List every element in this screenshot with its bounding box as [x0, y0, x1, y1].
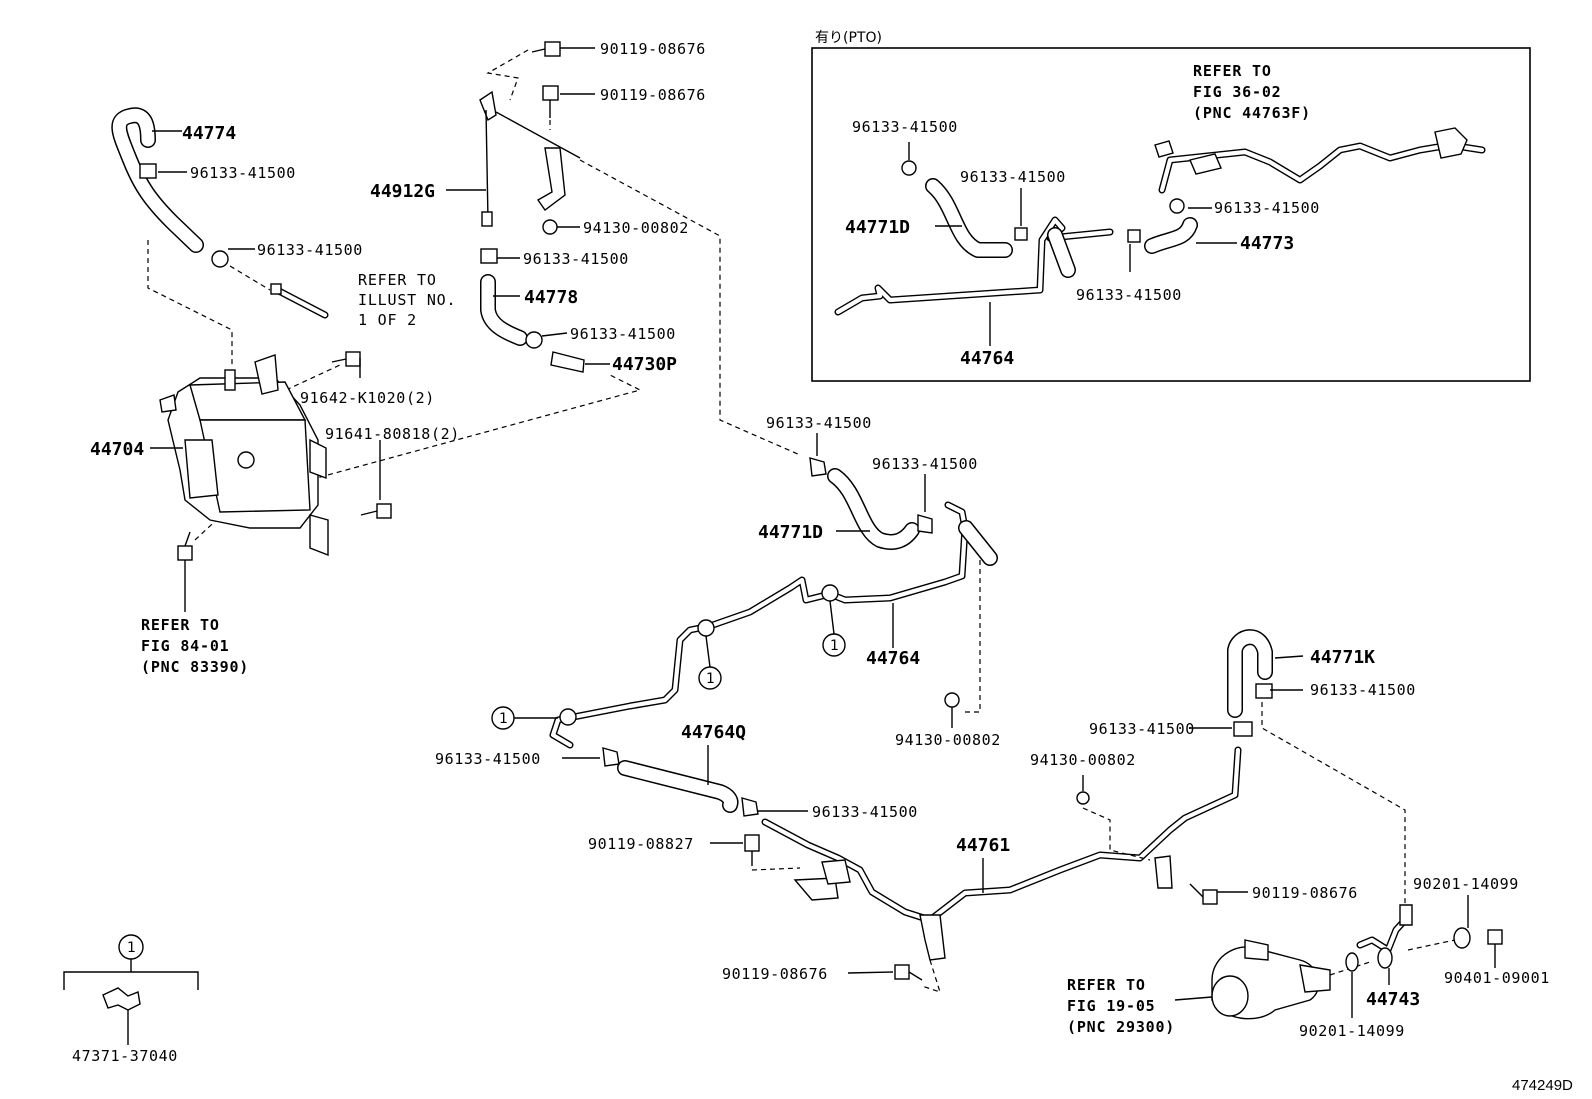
clamp-icon — [102, 987, 141, 1011]
callout-1-icon: 1 — [491, 706, 558, 730]
inset-label-clip-1: 96133-41500 — [852, 118, 958, 136]
callout-1-icon: 1 — [822, 600, 846, 657]
valve-icon — [550, 351, 585, 373]
inset-label-clip-4: 96133-41500 — [1076, 286, 1182, 304]
bolt-icon — [177, 531, 193, 561]
ref-illust-line-1: REFER TO — [358, 271, 437, 289]
label-clip-96133-b: 96133-41500 — [257, 241, 363, 259]
inset-frame — [811, 47, 1531, 382]
pipe-44764-group: 1 1 1 96133-41500 96133-41500 44771D 447… — [491, 414, 1001, 749]
ref-fig19-line-3: (PNC 29300) — [1067, 1018, 1175, 1036]
ref-fig19-line-2: FIG 19-05 — [1067, 997, 1155, 1015]
label-clip-96133-i: 96133-41500 — [1089, 720, 1195, 738]
label-valve-44730p: 44730P — [612, 354, 677, 375]
pump-group: REFER TO FIG 19-05 (PNC 29300) 90201-140… — [1067, 875, 1550, 1040]
bolt-icon — [894, 964, 923, 981]
label-clip-96133-f: 96133-41500 — [872, 455, 978, 473]
callout-1-icon: 1 — [698, 635, 722, 690]
inset-label-pipe-44764: 44764 — [960, 348, 1014, 369]
svg-text:1: 1 — [706, 671, 715, 687]
bolt-icon — [1189, 883, 1218, 905]
inset-label-clip-2: 96133-41500 — [960, 168, 1066, 186]
pto-inset: 有り(PTO) 96133-41500 96133 — [811, 30, 1531, 382]
label-nut-94130-mid: 94130-00802 — [895, 731, 1001, 749]
label-hose-44771k: 44771K — [1310, 647, 1375, 668]
label-clip-96133-c: 96133-41500 — [523, 250, 629, 268]
hose-clip-icon — [211, 250, 229, 268]
svg-text:1: 1 — [830, 638, 839, 654]
diagram-id: 474249D — [1512, 1077, 1573, 1094]
label-bolt-90119-r: 90119-08676 — [1252, 884, 1358, 902]
ref-fig84-line-2: FIG 84-01 — [141, 637, 229, 655]
label-clip-96133-e: 96133-41500 — [766, 414, 872, 432]
bracket-group: 90119-08676 90119-08676 44912G 94130-008… — [370, 40, 801, 456]
inset-title: 有り(PTO) — [815, 30, 882, 46]
label-bolt-90119-top2: 90119-08676 — [600, 86, 706, 104]
ref-illust-line-2: ILLUST NO. — [358, 291, 456, 309]
bolt-icon — [744, 834, 760, 866]
label-clip-96133-a: 96133-41500 — [190, 164, 296, 182]
label-clip-96133-j: 96133-41500 — [1310, 681, 1416, 699]
label-bolt-90401: 90401-09001 — [1444, 969, 1550, 987]
label-nut-94130-low: 94130-00802 — [1030, 751, 1136, 769]
nut-icon — [542, 219, 558, 235]
bolt-icon — [360, 503, 392, 519]
label-clip-96133-d: 96133-41500 — [570, 325, 676, 343]
nut-icon — [1076, 791, 1090, 805]
nut-icon — [944, 692, 960, 708]
label-clip-96133-h: 96133-41500 — [812, 803, 918, 821]
label-bolt-90119-top1: 90119-08676 — [600, 40, 706, 58]
label-reservoir-44704: 44704 — [90, 439, 144, 460]
bolt-icon — [542, 85, 559, 118]
bolt-icon — [531, 41, 561, 57]
bolt-icon — [1487, 929, 1503, 945]
ref-fig84-line-1: REFER TO — [141, 616, 220, 634]
label-washer-90201-a: 90201-14099 — [1413, 875, 1519, 893]
callout-legend: 1 47371-37040 — [63, 934, 199, 1065]
label-bolt-91642: 91642-K1020(2) — [300, 389, 435, 407]
label-hose-44764q: 44764Q — [681, 722, 746, 743]
svg-text:1: 1 — [127, 940, 136, 956]
label-bolt-91641: 91641-80818(2) — [325, 425, 460, 443]
label-hose-44771d: 44771D — [758, 522, 823, 543]
label-tube-44743: 44743 — [1366, 989, 1420, 1010]
label-bolt-90119-bot: 90119-08676 — [722, 965, 828, 983]
label-washer-90201-b: 90201-14099 — [1299, 1022, 1405, 1040]
label-clamp-47371: 47371-37040 — [72, 1047, 178, 1065]
ref-illust-line-3: 1 OF 2 — [358, 311, 417, 329]
hose-clip-icon — [139, 163, 157, 179]
inset-label-hose-44771d: 44771D — [845, 217, 910, 238]
label-pipe-44761: 44761 — [956, 835, 1010, 856]
callout-1-icon: 1 — [118, 934, 144, 960]
inset-ref-line-3: (PNC 44763F) — [1193, 104, 1311, 122]
label-nut-94130-top: 94130-00802 — [583, 219, 689, 237]
inset-ref-line-1: REFER TO — [1193, 62, 1272, 80]
label-clip-96133-g: 96133-41500 — [435, 750, 541, 768]
washer-icon — [1345, 952, 1359, 972]
inset-label-hose-44773: 44773 — [1240, 233, 1294, 254]
label-hose-44774: 44774 — [182, 123, 236, 144]
reservoir-group: 44774 96133-41500 96133-41500 44704 9164… — [90, 107, 642, 676]
label-bolt-90119-08827: 90119-08827 — [588, 835, 694, 853]
inset-label-clip-3: 96133-41500 — [1214, 199, 1320, 217]
label-hose-44778: 44778 — [524, 287, 578, 308]
bolt-icon — [331, 351, 361, 367]
svg-text:1: 1 — [499, 711, 508, 727]
label-pipe-44764: 44764 — [866, 648, 920, 669]
label-bracket-44912g: 44912G — [370, 181, 435, 202]
ref-fig19-line-1: REFER TO — [1067, 976, 1146, 994]
ref-fig84-line-3: (PNC 83390) — [141, 658, 249, 676]
inset-ref-line-2: FIG 36-02 — [1193, 83, 1281, 101]
washer-icon — [1453, 927, 1471, 949]
pipe-44761-group: 96133-41500 44764Q 96133-41500 90119-088… — [435, 629, 1416, 993]
